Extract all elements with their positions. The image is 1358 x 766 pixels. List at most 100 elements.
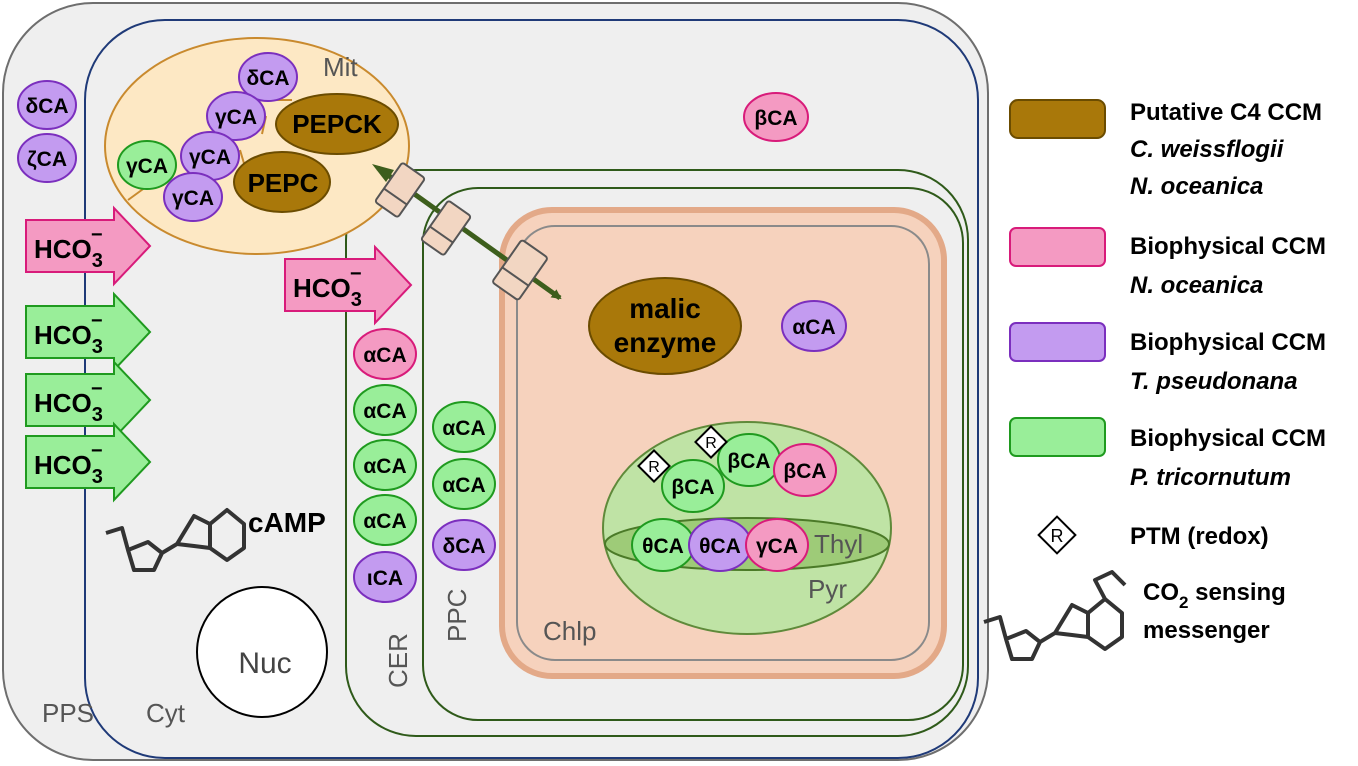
legend-swatch-purple bbox=[1009, 322, 1106, 362]
camp-structure-icon bbox=[105, 508, 246, 572]
legend-item-noceanica: Biophysical CCM N. oceanica bbox=[1009, 227, 1326, 299]
ca-ppc-alpha-1: αCA bbox=[432, 401, 496, 453]
ca-chlp-alpha: αCA bbox=[781, 300, 847, 352]
legend-swatch-green bbox=[1009, 417, 1106, 457]
nucleus-label: Nuc bbox=[238, 647, 291, 680]
svg-text:αCA: αCA bbox=[363, 344, 406, 367]
camp-label: cAMP bbox=[248, 507, 326, 538]
svg-text:R: R bbox=[1051, 526, 1064, 546]
svg-text:βCA: βCA bbox=[671, 476, 714, 499]
pepc-label: PEPC bbox=[248, 168, 319, 198]
ca-ppc-delta: δCA bbox=[432, 519, 496, 571]
ca-cer-iota: ιCA bbox=[353, 551, 417, 603]
pepck-enzyme bbox=[275, 93, 399, 155]
hco3-arrow-pink-pps: HCO3− bbox=[25, 205, 152, 287]
ca-mit-gamma-low: γCA bbox=[163, 172, 223, 222]
legend-co2-line2: messenger bbox=[1143, 617, 1270, 644]
legend-swatch-c4 bbox=[1009, 99, 1106, 139]
hco3-arrow-green-1: HCO3− bbox=[25, 291, 152, 373]
legend-c4-species-2: N. oceanica bbox=[1130, 173, 1263, 200]
label-cyt: Cyt bbox=[146, 698, 186, 728]
label-mit: Mit bbox=[323, 52, 358, 82]
ca-thyl-theta-purple: θCA bbox=[688, 518, 752, 572]
label-cer: CER bbox=[383, 633, 413, 688]
label-thyl: Thyl bbox=[814, 529, 863, 559]
legend-green-species: P. tricornutum bbox=[1130, 464, 1291, 491]
ca-cer-alpha-3: αCA bbox=[353, 494, 417, 546]
label-chlp: Chlp bbox=[543, 616, 596, 646]
transport-arrow-start-head bbox=[372, 164, 394, 182]
ca-mit-gamma-top: γCA bbox=[206, 91, 266, 141]
legend: Putative C4 CCM C. weissflogii N. oceani… bbox=[983, 99, 1326, 661]
ca-pyr-beta-pink: βCA bbox=[773, 443, 837, 497]
ca-thyl-theta-green: θCA bbox=[631, 518, 695, 572]
svg-text:R: R bbox=[705, 435, 717, 452]
svg-text:δCA: δCA bbox=[442, 535, 485, 558]
ca-pps-zeta: ζCA bbox=[17, 133, 77, 183]
malic-enzyme bbox=[588, 277, 742, 375]
hco3-arrow-pink-cer: HCO3− bbox=[284, 244, 413, 326]
pepck-label: PEPCK bbox=[292, 109, 382, 139]
svg-text:αCA: αCA bbox=[363, 400, 406, 423]
label-pps: PPS bbox=[42, 698, 94, 728]
svg-text:HCO3−: HCO3− bbox=[34, 440, 103, 488]
ca-pyr-beta-2: βCA bbox=[717, 433, 781, 487]
svg-text:γCA: γCA bbox=[172, 187, 214, 210]
label-pyr: Pyr bbox=[808, 574, 847, 604]
svg-text:ζCA: ζCA bbox=[27, 148, 67, 171]
ca-mit-gamma-green: γCA bbox=[117, 140, 177, 190]
svg-text:θCA: θCA bbox=[699, 535, 741, 558]
ptm-redox-marker-2: R bbox=[694, 425, 728, 459]
legend-c4-title: Putative C4 CCM bbox=[1130, 99, 1322, 126]
channel-cylinder-2 bbox=[420, 200, 472, 256]
svg-text:βCA: βCA bbox=[727, 450, 770, 473]
legend-item-ptm: R PTM (redox) bbox=[1037, 515, 1269, 555]
svg-text:αCA: αCA bbox=[442, 474, 485, 497]
ca-mit-delta: δCA bbox=[238, 52, 298, 102]
svg-text:δCA: δCA bbox=[25, 95, 68, 118]
legend-co2-line1: CO2 sensing bbox=[1143, 579, 1286, 612]
legend-messenger-structure-icon bbox=[983, 570, 1127, 661]
pepc-enzyme bbox=[233, 151, 331, 213]
legend-purple-species: T. pseudonana bbox=[1130, 368, 1298, 395]
svg-text:ιCA: ιCA bbox=[367, 567, 403, 590]
channel-cylinder-3 bbox=[492, 239, 548, 301]
svg-text:γCA: γCA bbox=[756, 535, 798, 558]
svg-text:αCA: αCA bbox=[363, 510, 406, 533]
ca-pps-delta: δCA bbox=[17, 80, 77, 130]
svg-text:αCA: αCA bbox=[363, 455, 406, 478]
svg-text:γCA: γCA bbox=[126, 155, 168, 178]
svg-text:αCA: αCA bbox=[442, 417, 485, 440]
svg-text:γCA: γCA bbox=[189, 146, 231, 169]
ca-ppc-alpha-2: αCA bbox=[432, 458, 496, 510]
svg-text:R: R bbox=[648, 459, 660, 476]
malic-enzyme-line2: enzyme bbox=[614, 327, 717, 358]
svg-text:βCA: βCA bbox=[754, 107, 797, 130]
svg-text:HCO3−: HCO3− bbox=[34, 310, 103, 358]
hco3-arrow-green-3: HCO3− bbox=[25, 421, 152, 503]
legend-pink-title: Biophysical CCM bbox=[1130, 233, 1326, 260]
ca-cyt-beta: βCA bbox=[743, 92, 809, 142]
ca-cer-alpha-pink: αCA bbox=[353, 328, 417, 380]
ca-thyl-gamma-pink: γCA bbox=[745, 518, 809, 572]
svg-text:γCA: γCA bbox=[215, 106, 257, 129]
legend-ptm-diamond-icon: R bbox=[1037, 515, 1077, 555]
legend-purple-title: Biophysical CCM bbox=[1130, 329, 1326, 356]
hco3-arrow-green-2: HCO3− bbox=[25, 359, 152, 441]
ca-cer-alpha-1: αCA bbox=[353, 384, 417, 436]
legend-item-tpseudonana: Biophysical CCM T. pseudonana bbox=[1009, 322, 1326, 395]
legend-item-c4: Putative C4 CCM C. weissflogii N. oceani… bbox=[1009, 99, 1322, 200]
svg-text:αCA: αCA bbox=[792, 316, 835, 339]
legend-green-title: Biophysical CCM bbox=[1130, 425, 1326, 452]
legend-pink-species: N. oceanica bbox=[1130, 272, 1263, 299]
svg-text:δCA: δCA bbox=[246, 67, 289, 90]
legend-c4-species-1: C. weissflogii bbox=[1130, 136, 1285, 163]
svg-text:HCO3−: HCO3− bbox=[34, 224, 103, 272]
malic-enzyme-line1: malic bbox=[629, 293, 701, 324]
legend-ptm-label: PTM (redox) bbox=[1130, 523, 1269, 550]
ca-mit-gamma-mid: γCA bbox=[180, 131, 240, 181]
legend-item-ptricornutum: Biophysical CCM P. tricornutum bbox=[1009, 417, 1326, 491]
svg-text:βCA: βCA bbox=[783, 460, 826, 483]
